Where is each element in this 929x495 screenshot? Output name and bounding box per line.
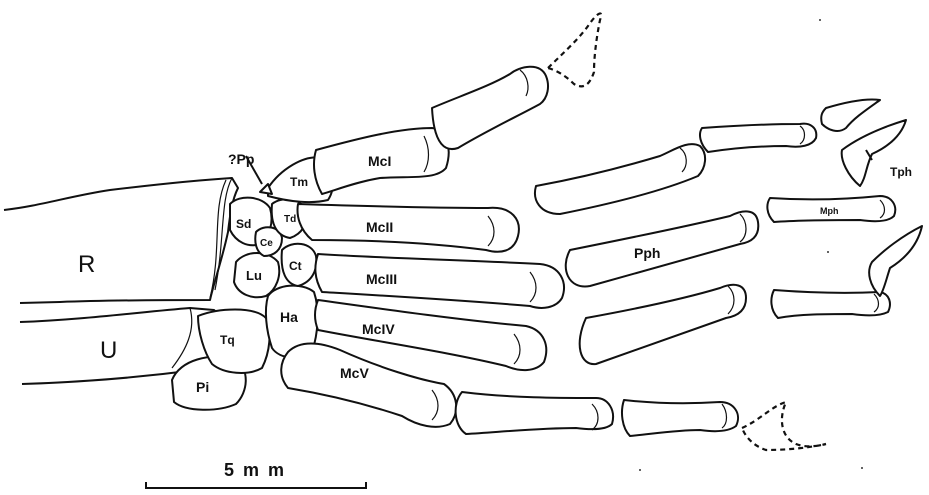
digit-2-phalanx-middle	[700, 124, 816, 152]
digit-4-phalanx-terminal	[869, 226, 922, 296]
label-trapezium: Tm	[290, 175, 308, 189]
digit-4-phalanx-middle	[771, 290, 890, 318]
digit-3-phalanx-proximal	[566, 211, 759, 286]
digit-5-phalanx-middle	[622, 400, 738, 436]
digit-1-phalanx-proximal	[432, 67, 548, 149]
scale-bar-label: 5 m m	[224, 460, 286, 480]
digit-4-phalanx-proximal	[580, 285, 746, 364]
label-hamate: Ha	[280, 309, 298, 325]
label-triquetrum: Tq	[220, 333, 235, 347]
label-mc4: McIV	[362, 321, 395, 337]
label-scaphoid: Sd	[236, 217, 251, 231]
digit-5-terminal-dashed	[742, 402, 826, 450]
label-centrale: Ce	[260, 238, 273, 249]
digit-2-phalanx-proximal	[535, 144, 705, 214]
label-terminal-phalanx: Tph	[890, 165, 912, 179]
label-capitate: Ct	[289, 259, 302, 273]
label-mc1: McI	[368, 153, 391, 169]
label-lunate: Lu	[246, 268, 262, 283]
label-trapezoid: Td	[284, 214, 296, 225]
label-prepollex: ?Pp	[228, 151, 254, 167]
scale-bar	[146, 482, 366, 488]
label-pisiform: Pi	[196, 379, 209, 395]
label-mc3: McIII	[366, 271, 397, 287]
label-radius: R	[78, 251, 95, 278]
metacarpal-2	[298, 204, 519, 252]
metacarpal-5	[281, 344, 456, 427]
radius-bone	[4, 178, 238, 303]
metacarpal-3	[315, 254, 564, 308]
label-mc2: McII	[366, 219, 393, 235]
digit-5-phalanx-proximal	[456, 392, 613, 434]
label-proximal-phalanx: Pph	[634, 245, 660, 261]
label-mc5: McV	[340, 365, 369, 381]
label-middle-phalanx: Mph	[820, 206, 839, 216]
digit-2-phalanx-terminal	[821, 99, 880, 130]
label-ulna: U	[100, 337, 117, 364]
digit-1-terminal-dashed	[548, 13, 601, 86]
